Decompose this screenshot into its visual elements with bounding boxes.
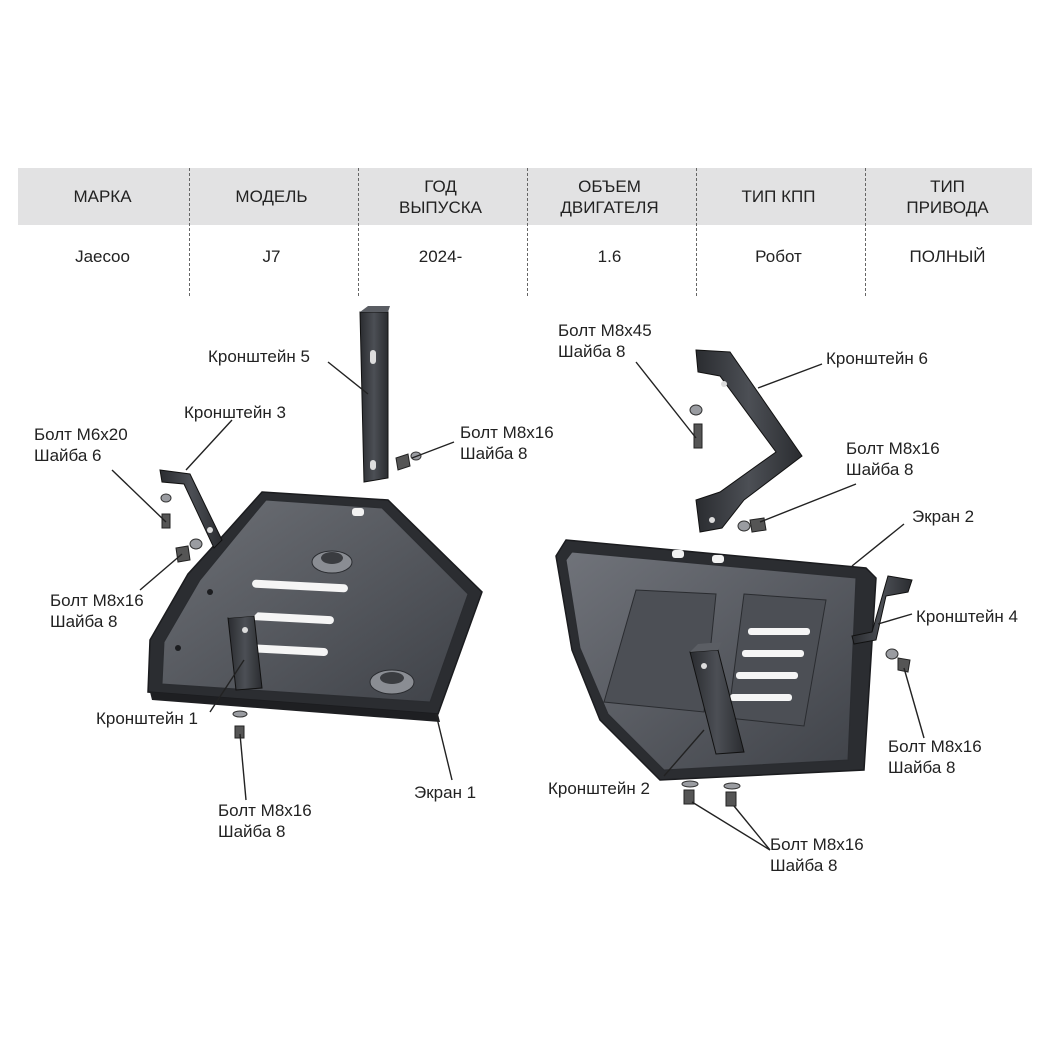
- spec-header-model: МОДЕЛЬ: [235, 187, 308, 206]
- spec-header-drive: ТИП ПРИВОДА: [906, 176, 989, 217]
- label-bracket-4: Кронштейн 4: [916, 607, 1018, 626]
- spec-value-gearbox: Робот: [755, 247, 802, 266]
- label-bracket-3: Кронштейн 3: [184, 403, 286, 422]
- label-bolt-m8x16-bottom-left: Болт М8х16 Шайба 8: [218, 801, 312, 841]
- spec-header-year: ГОД ВЫПУСКА: [399, 176, 482, 217]
- label-bolt-m8x16-bracket-6: Болт М8х16 Шайба 8: [846, 439, 940, 479]
- bracket-6: [695, 349, 803, 533]
- leader-lines: [111, 361, 925, 851]
- label-bolt-m8x45: Болт М8х45 Шайба 8: [558, 321, 652, 361]
- label-bracket-1: Кронштейн 1: [96, 709, 198, 728]
- spec-column-engine: ОБЪЕМ ДВИГАТЕЛЯ 1.6: [525, 168, 694, 296]
- spec-table-header: [18, 168, 1032, 225]
- label-screen-2: Экран 2: [912, 507, 975, 526]
- screen-1-plate: [147, 491, 483, 722]
- spec-column-model: МОДЕЛЬ J7: [187, 168, 356, 296]
- bolt-m8x16-bracket-6: [737, 517, 767, 533]
- spec-value-drive: ПОЛНЫЙ: [909, 247, 986, 266]
- spec-value-engine: 1.6: [597, 247, 622, 266]
- vehicle-spec-table: МАРКА Jaecoo МОДЕЛЬ J7 ГОД ВЫПУСКА 2024-…: [18, 168, 1032, 296]
- bolt-m8x45: [689, 404, 703, 449]
- label-bolt-m6x20: Болт М6х20 Шайба 6: [34, 425, 128, 465]
- label-bracket-2: Кронштейн 2: [548, 779, 650, 798]
- spec-column-gearbox: ТИП КПП Робот: [694, 168, 863, 296]
- bolt-m8x16-left: [175, 538, 203, 563]
- column-divider: [527, 168, 528, 296]
- column-divider: [189, 168, 190, 296]
- label-bolt-m8x16-bracket-5: Болт М8х16 Шайба 8: [460, 423, 554, 463]
- spec-value-make: Jaecoo: [75, 247, 130, 266]
- label-screen-1: Экран 1: [414, 783, 477, 802]
- spec-header-make: МАРКА: [73, 187, 132, 206]
- spec-header-gearbox: ТИП КПП: [741, 187, 816, 206]
- bolt-m8x16-bottom-right-a: [681, 780, 699, 805]
- bolt-m8x16-right: [885, 648, 911, 673]
- spec-value-model: J7: [262, 247, 281, 266]
- label-bolt-m8x16-left: Болт М8х16 Шайба 8: [50, 591, 144, 631]
- bracket-4: [851, 575, 913, 645]
- bracket-2: [689, 642, 745, 755]
- bolt-m8x16-bracket-5: [395, 451, 422, 471]
- label-bracket-5: Кронштейн 5: [208, 347, 310, 366]
- bracket-5: [359, 306, 390, 483]
- bolt-m6x20: [160, 493, 172, 529]
- exploded-assembly-diagram: [111, 306, 925, 851]
- spec-column-drive: ТИП ПРИВОДА ПОЛНЫЙ: [863, 168, 1032, 296]
- label-bracket-6: Кронштейн 6: [826, 349, 928, 368]
- bolt-m8x16-bottom-left: [232, 710, 248, 739]
- spec-column-make: МАРКА Jaecoo: [18, 168, 187, 296]
- label-bolt-m8x16-bottom-right: Болт М8х16 Шайба 8: [770, 835, 864, 875]
- bolt-m8x16-bottom-right-b: [723, 782, 741, 807]
- bracket-3: [159, 469, 223, 549]
- spec-value-year: 2024-: [418, 247, 463, 266]
- spec-header-engine: ОБЪЕМ ДВИГАТЕЛЯ: [560, 176, 659, 217]
- column-divider: [358, 168, 359, 296]
- column-divider: [865, 168, 866, 296]
- column-divider: [696, 168, 697, 296]
- label-bolt-m8x16-right: Болт М8х16 Шайба 8: [888, 737, 982, 777]
- spec-column-year: ГОД ВЫПУСКА 2024-: [356, 168, 525, 296]
